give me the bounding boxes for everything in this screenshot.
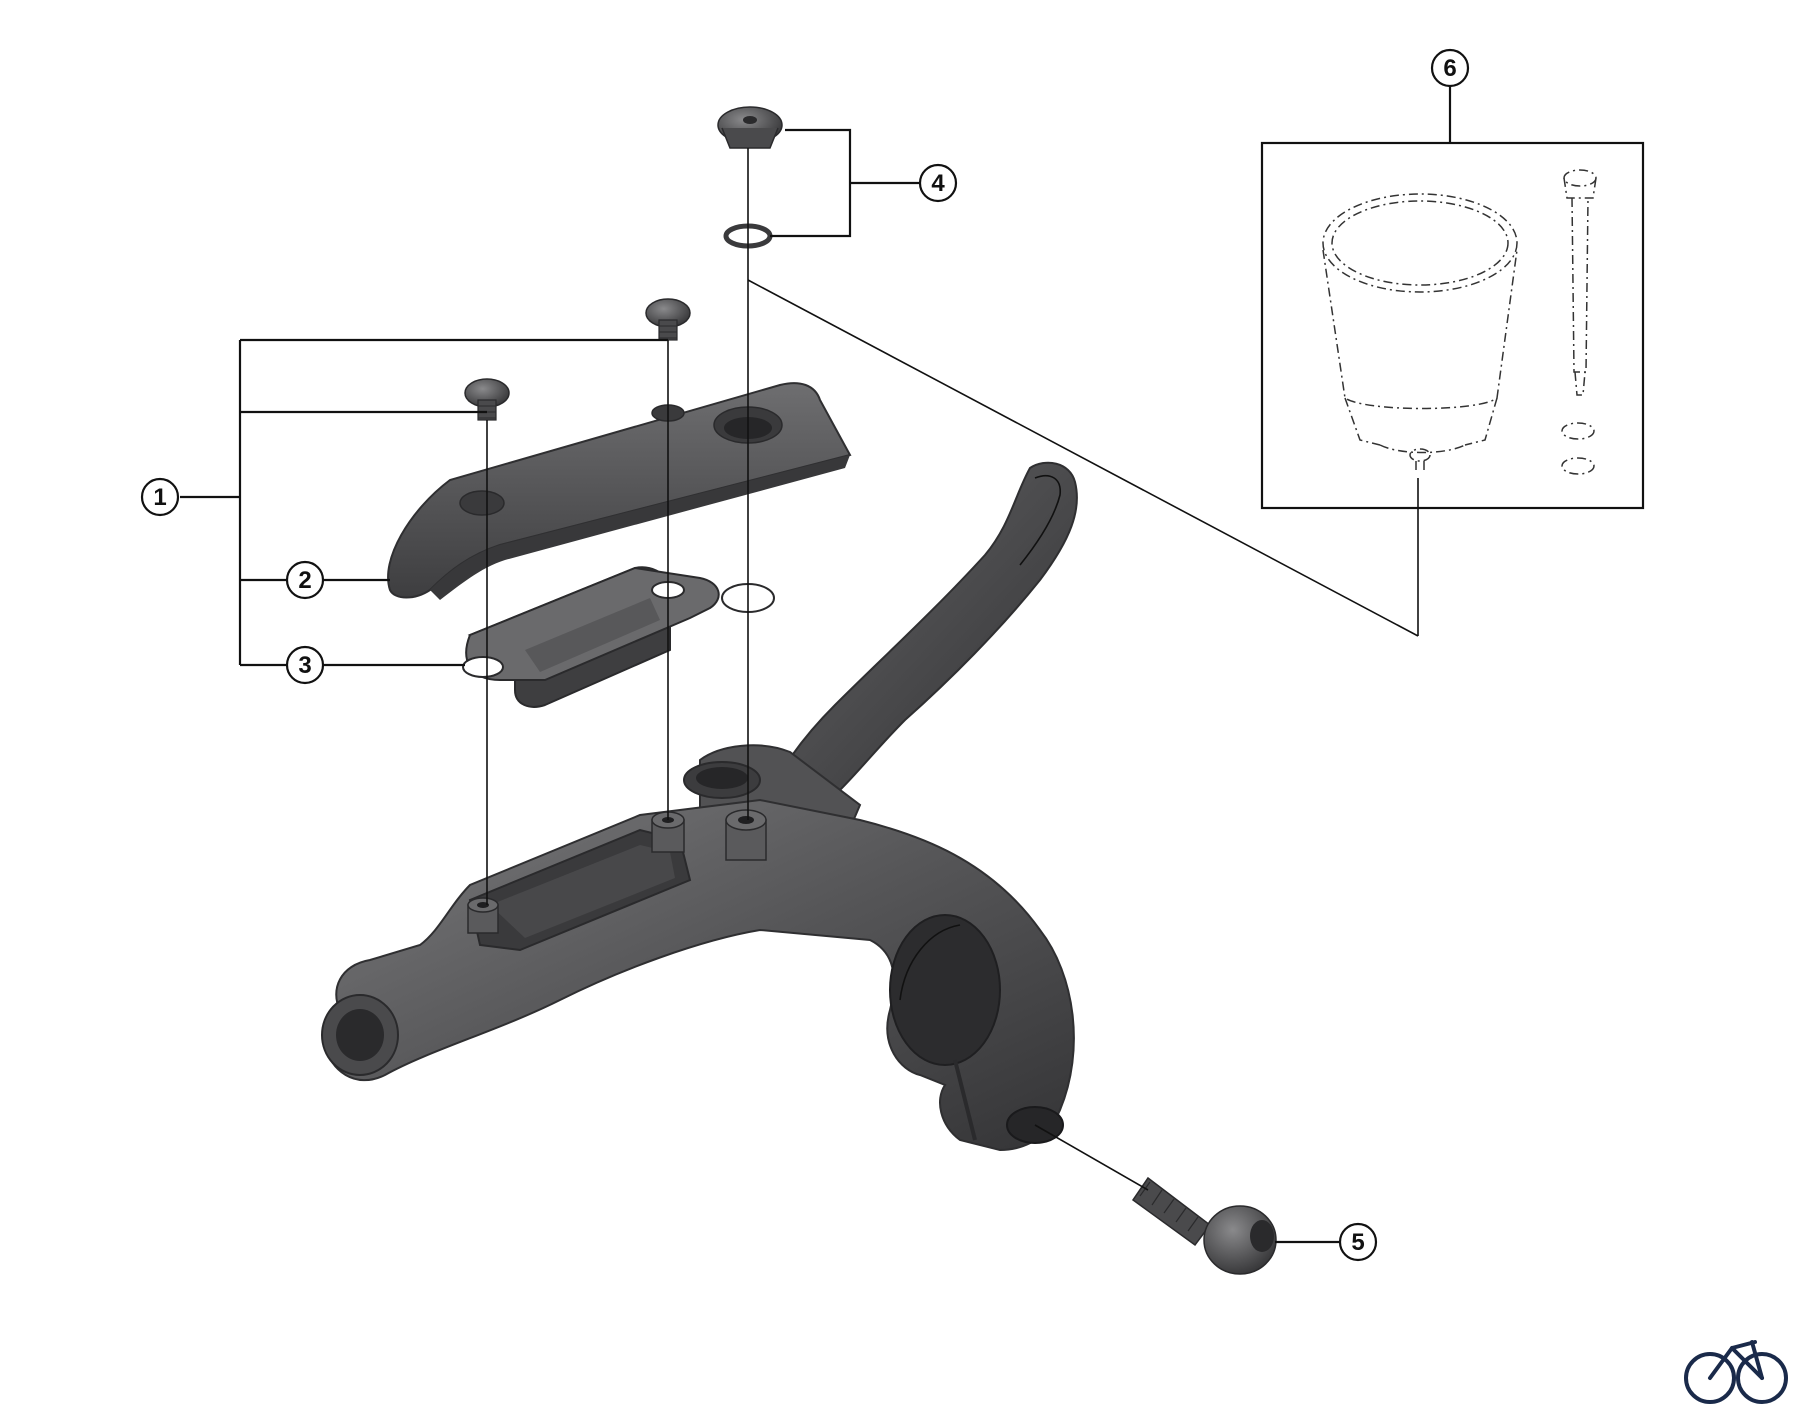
body-post-left bbox=[467, 897, 499, 934]
bleed-kit-o-ring-2 bbox=[1561, 457, 1595, 475]
reservoir-cover bbox=[387, 382, 852, 600]
lever-body bbox=[321, 461, 1078, 1152]
callout-5: 5 bbox=[1338, 1222, 1378, 1262]
svg-text:6: 6 bbox=[1443, 55, 1456, 82]
callout-2: 2 bbox=[285, 560, 325, 600]
bleed-plug bbox=[717, 106, 783, 149]
bicycle-icon bbox=[1684, 1340, 1788, 1404]
callout-6: 6 bbox=[1430, 48, 1470, 88]
brake-lever-blade bbox=[758, 461, 1078, 812]
callout-1: 1 bbox=[140, 477, 180, 517]
diaphragm bbox=[462, 566, 775, 708]
leader-lines bbox=[180, 86, 1452, 1244]
body-post-right bbox=[725, 809, 767, 861]
clamp-bolt bbox=[1131, 1176, 1277, 1275]
bleed-plug-tool bbox=[1563, 169, 1597, 396]
bleed-kit-box bbox=[1260, 141, 1645, 510]
svg-text:2: 2 bbox=[298, 567, 311, 594]
callout-3: 3 bbox=[285, 645, 325, 685]
cover-screw-right bbox=[645, 298, 691, 341]
bleed-kit-o-ring-1 bbox=[1561, 422, 1595, 440]
svg-text:4: 4 bbox=[931, 170, 945, 197]
cover-screw-left bbox=[464, 378, 510, 421]
handlebar-clamp-hole bbox=[889, 914, 1001, 1066]
svg-text:5: 5 bbox=[1351, 1229, 1364, 1256]
callout-4: 4 bbox=[918, 163, 958, 203]
svg-text:1: 1 bbox=[153, 484, 166, 511]
bleed-funnel bbox=[1322, 193, 1518, 470]
svg-text:3: 3 bbox=[298, 652, 311, 679]
